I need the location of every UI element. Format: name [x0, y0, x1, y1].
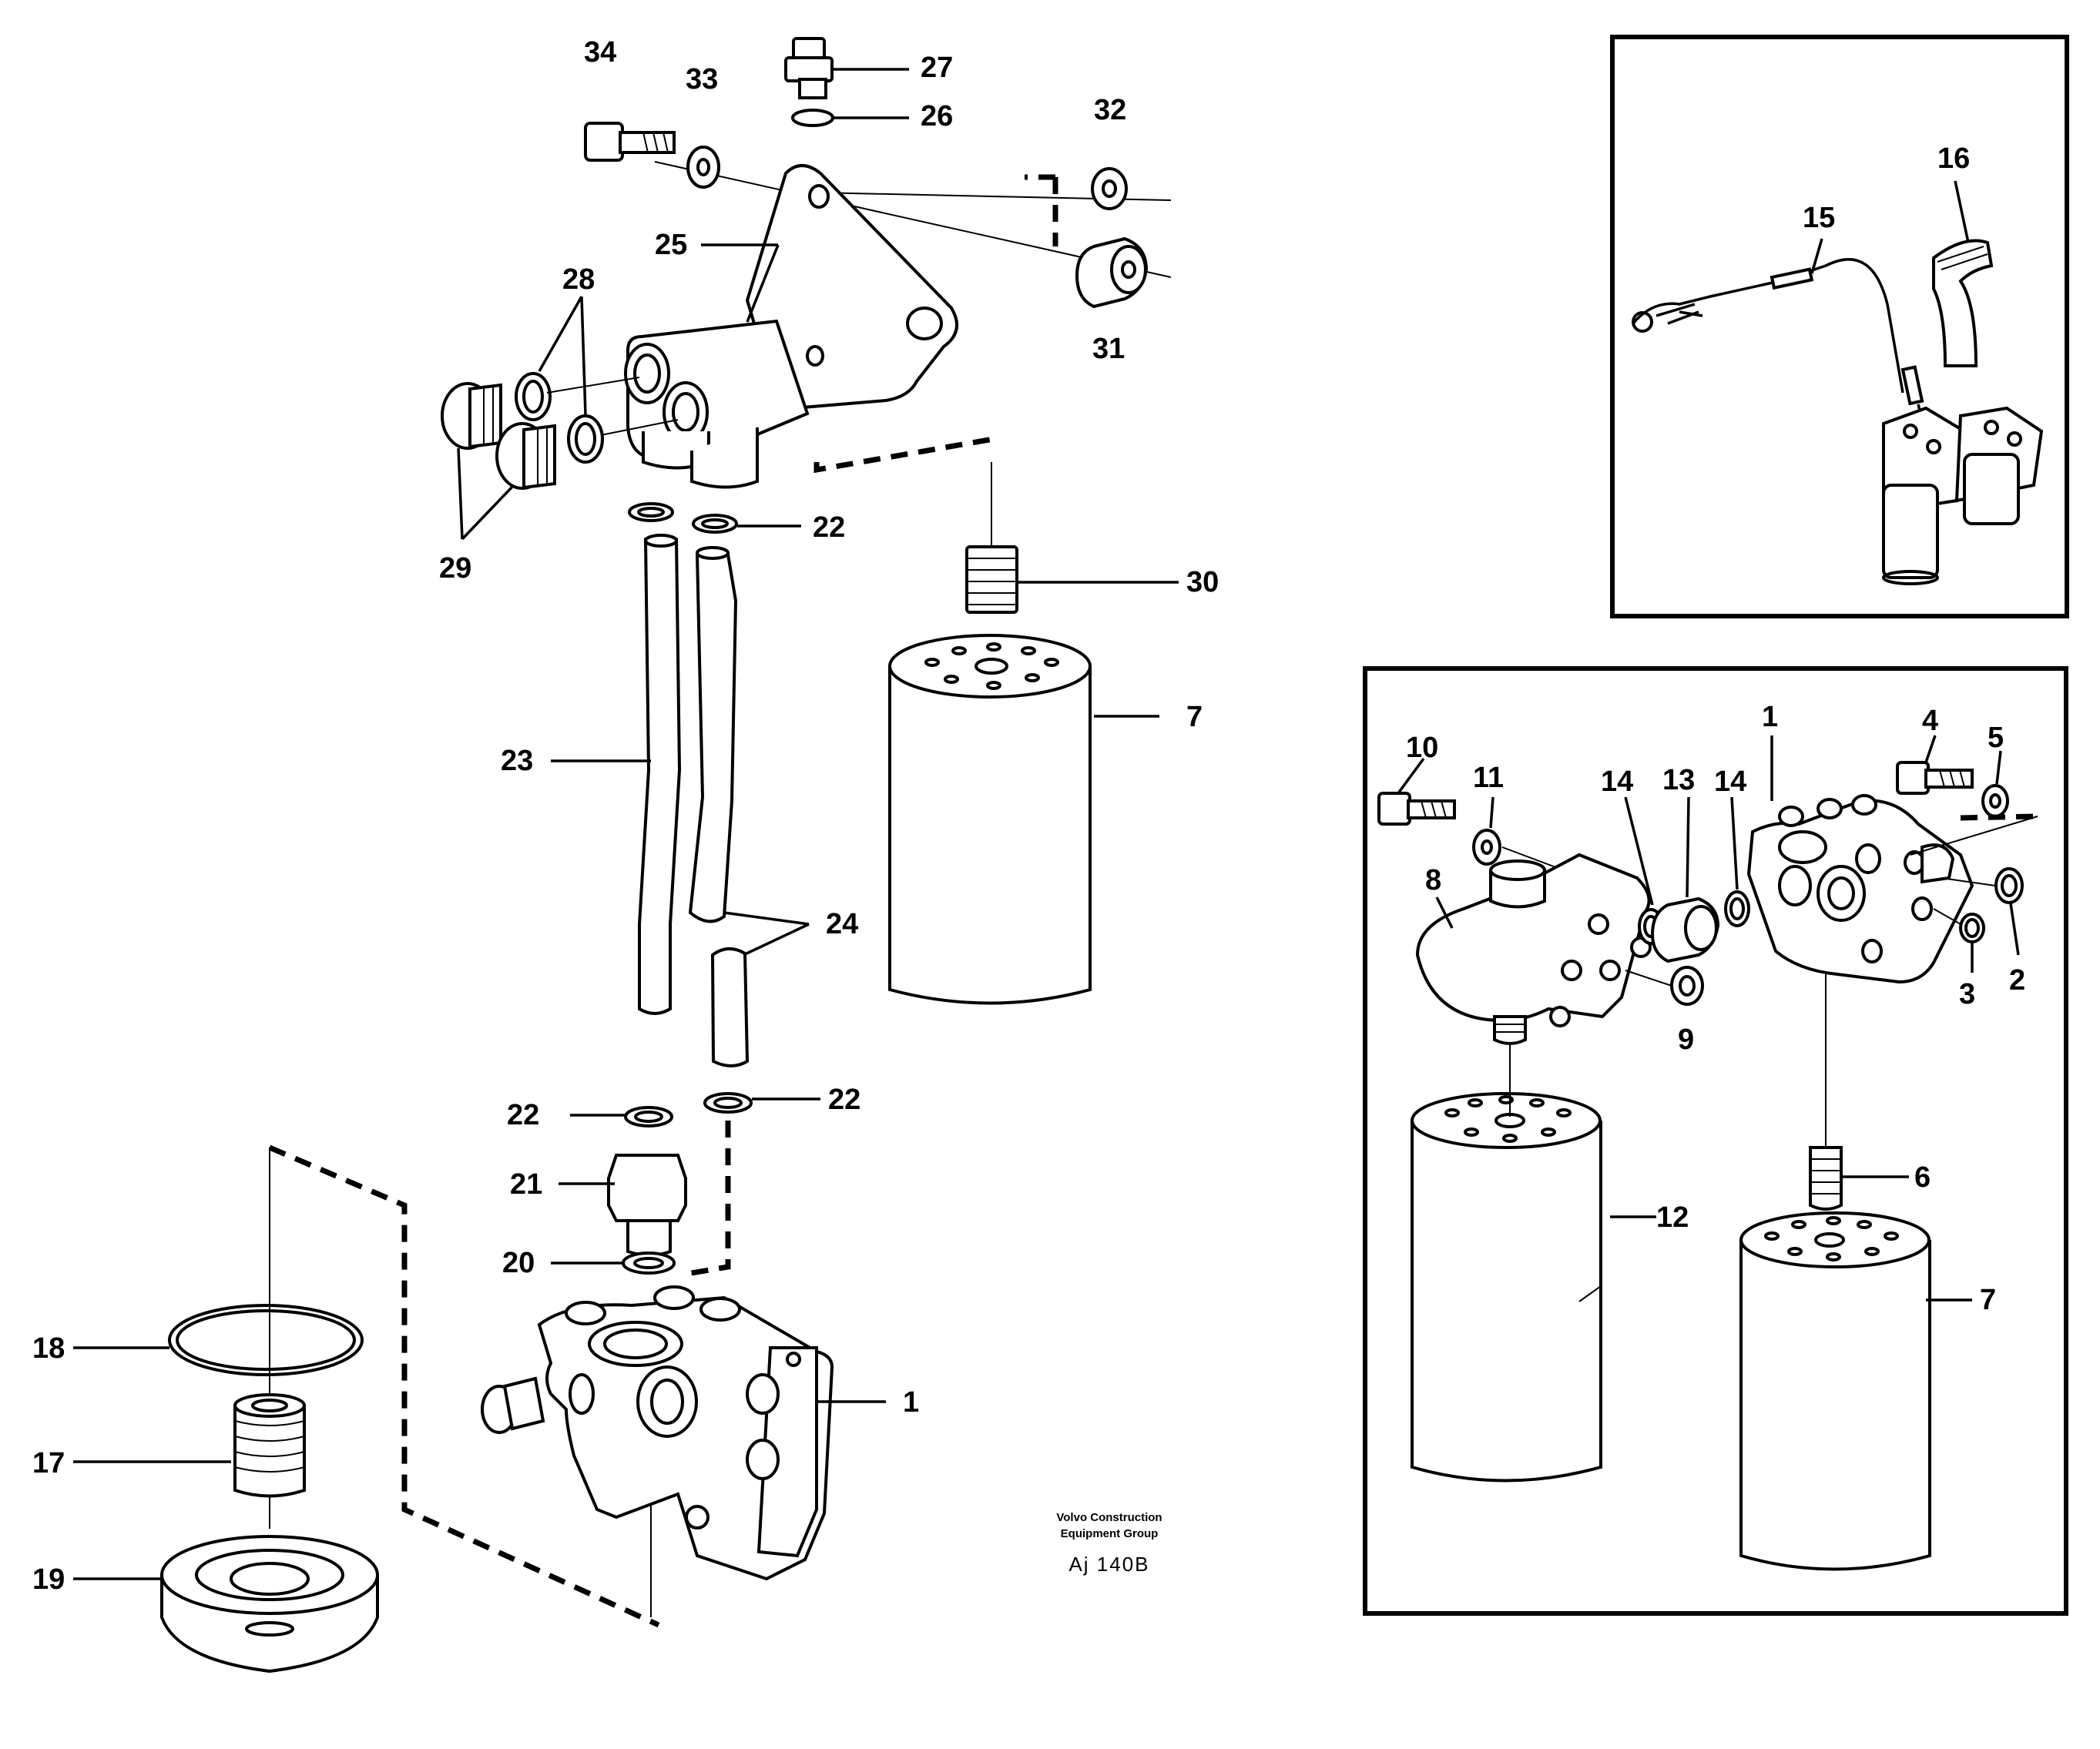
inset-bottom: 10 11 14 13 14 1 4 5 8 9 3 2 6 12 7 — [1363, 666, 2068, 1616]
label-34: 34 — [584, 36, 616, 69]
part-32-washer — [1091, 167, 1128, 210]
part-25-bracket — [624, 164, 959, 489]
label-22-upper: 22 — [813, 511, 845, 544]
label-5: 5 — [1988, 722, 2004, 754]
part-1-filter-housing — [481, 1285, 886, 1581]
label-9: 9 — [1678, 1024, 1694, 1056]
inset-top-frame — [1610, 35, 2069, 618]
part-26-washer — [791, 109, 909, 127]
part-22-o-rings-lower — [570, 1092, 820, 1127]
label-28: 28 — [562, 263, 595, 296]
label-16: 16 — [1937, 142, 1970, 175]
label-30: 30 — [1186, 566, 1219, 598]
part-21-adapter — [559, 1154, 687, 1257]
part-24-pipe — [688, 546, 810, 1067]
part-34-bolt — [584, 122, 676, 162]
label-7: 7 — [1186, 701, 1203, 733]
label-27: 27 — [921, 52, 953, 84]
label-22-lower-right: 22 — [828, 1084, 860, 1116]
part-30-nipple — [965, 462, 1179, 614]
label-17: 17 — [32, 1447, 65, 1479]
part-19-base — [73, 1535, 379, 1674]
part-33-washer — [686, 146, 720, 189]
label-33: 33 — [686, 63, 718, 95]
label-3: 3 — [1959, 978, 1975, 1010]
part-27-fitting — [784, 37, 909, 99]
label-1-inset: 1 — [1762, 701, 1778, 733]
credit-line-2: Equipment Group — [1061, 1527, 1159, 1540]
part-29-plugs — [441, 382, 556, 541]
label-22-lower-left: 22 — [507, 1099, 539, 1131]
label-20: 20 — [502, 1247, 535, 1279]
label-19: 19 — [32, 1563, 65, 1596]
label-11: 11 — [1473, 762, 1504, 794]
label-14-left: 14 — [1601, 766, 1633, 798]
label-21: 21 — [510, 1168, 542, 1201]
label-23: 23 — [501, 745, 533, 777]
part-22-o-rings-upper — [628, 502, 801, 534]
label-26: 26 — [921, 100, 953, 132]
label-2: 2 — [2009, 964, 2025, 997]
label-10: 10 — [1406, 732, 1438, 764]
label-7-inset: 7 — [1980, 1284, 1996, 1316]
credit-line-1: Volvo Construction — [1056, 1511, 1162, 1524]
label-32: 32 — [1094, 94, 1126, 126]
part-28-sealing-rings — [515, 296, 679, 464]
part-20-o-ring — [551, 1251, 676, 1275]
diagram-reference: Aj 140B — [1068, 1553, 1149, 1576]
label-8: 8 — [1425, 864, 1441, 896]
label-12: 12 — [1656, 1201, 1689, 1234]
label-14-right: 14 — [1714, 766, 1746, 798]
inset-top: 15 16 — [1610, 35, 2069, 618]
label-6: 6 — [1914, 1161, 1931, 1194]
label-29: 29 — [439, 552, 471, 585]
label-31: 31 — [1092, 333, 1125, 365]
part-23-pipe — [551, 534, 682, 1015]
label-1: 1 — [903, 1386, 919, 1419]
label-25: 25 — [655, 229, 687, 261]
inset-bottom-frame — [1363, 666, 2068, 1616]
label-4: 4 — [1922, 705, 1938, 737]
part-31-spacer — [1075, 236, 1149, 309]
label-24: 24 — [826, 908, 858, 940]
main-assembly: 34 33 27 26 32 31 25 28 29 22 30 7 23 24… — [32, 36, 1219, 1674]
label-15: 15 — [1803, 202, 1835, 234]
part-18-o-ring — [73, 1304, 364, 1376]
part-17-nipple — [73, 1393, 306, 1498]
part-7-filter — [888, 634, 1159, 1005]
label-13: 13 — [1662, 764, 1695, 796]
label-18: 18 — [32, 1332, 65, 1365]
credit-block: Volvo Construction Equipment Group Aj 14… — [1056, 1511, 1162, 1576]
